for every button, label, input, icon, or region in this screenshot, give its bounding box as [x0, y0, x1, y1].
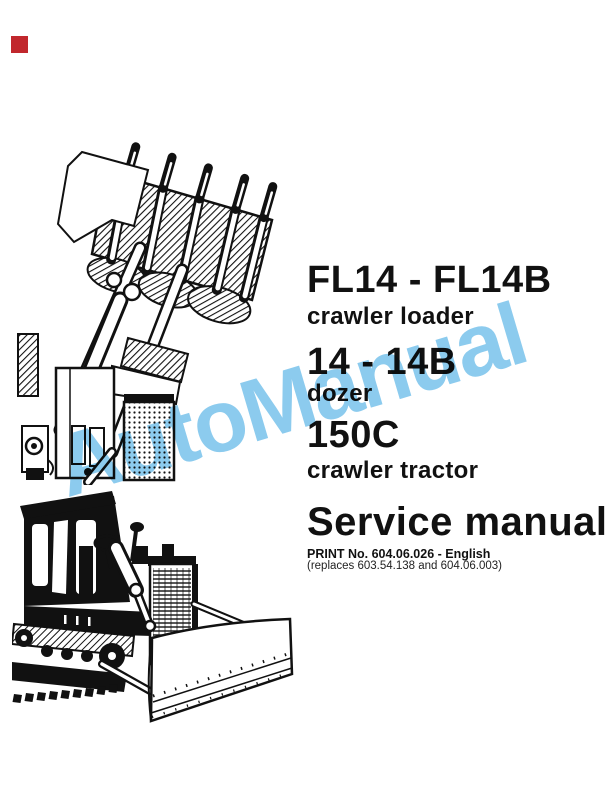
print-number-line: PRINT No. 604.06.026 - English	[307, 547, 491, 561]
model-type-dozer: dozer	[307, 380, 373, 407]
red-corner-mark	[11, 36, 28, 53]
model-type-crawler-tractor: crawler tractor	[307, 457, 479, 484]
model-title-fl14: FL14 - FL14B	[307, 259, 552, 301]
model-title-14: 14 - 14B	[307, 341, 457, 383]
model-type-crawler-loader: crawler loader	[307, 303, 474, 330]
model-title-150c: 150C	[307, 414, 400, 456]
replaces-line: (replaces 603.54.138 and 604.06.003)	[307, 560, 503, 572]
crawler-loader-illustration	[17, 142, 278, 485]
page-title: Service manual	[307, 500, 608, 544]
crawler-tractor-illustration	[12, 491, 294, 723]
